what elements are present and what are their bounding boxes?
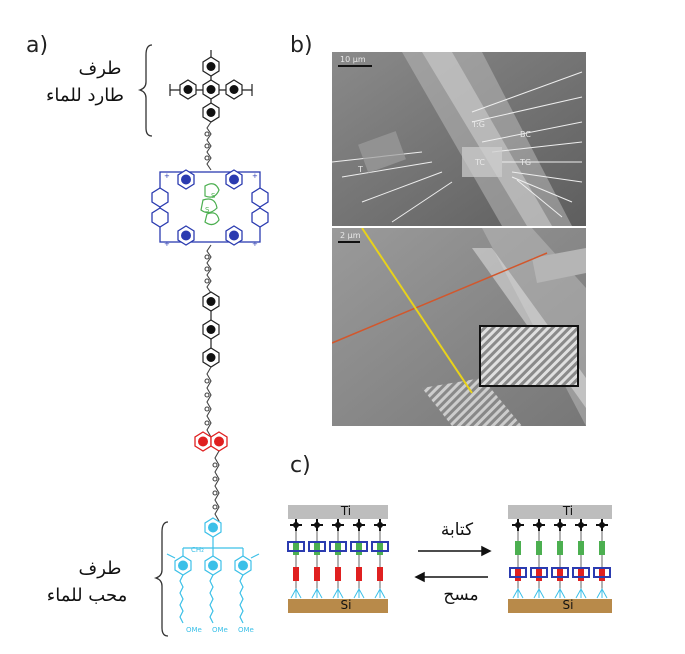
cyclophane-ring	[551, 567, 569, 578]
erase-label: مسح	[443, 585, 479, 605]
cyclophane-ring	[350, 541, 368, 552]
left-molecule-columns	[287, 519, 389, 599]
sem-label-bc: BC	[520, 130, 531, 139]
sem-bottom-scale-label: 2 µm	[340, 231, 361, 240]
red-naphthalene-unit	[194, 431, 228, 452]
svg-text:+: +	[164, 240, 170, 248]
molecule-column	[287, 519, 305, 599]
write-label: كتابة	[440, 520, 474, 540]
ome-label-1: OMe	[186, 626, 202, 634]
sem-label-tg1: T:G	[471, 120, 485, 129]
cyclophane-ring	[371, 541, 389, 552]
black-aromatic-units	[202, 291, 220, 368]
hydrophobic-end-label-line1: طرف	[78, 58, 122, 79]
ether-chain-1	[204, 121, 212, 171]
sem-label-tg2: TG	[519, 158, 531, 167]
cyclophane-ring	[593, 567, 611, 578]
ether-chain-2	[204, 244, 212, 294]
panel-b-label: b)	[290, 33, 313, 58]
hydrophilic-dendron-stopper	[166, 517, 260, 624]
svg-text:S: S	[205, 206, 210, 214]
sem-label-tc: TC	[474, 158, 485, 167]
right-si-label: Si	[562, 598, 574, 612]
bottom-brace	[153, 521, 169, 637]
svg-text:+: +	[164, 172, 170, 180]
cyclophane-ring	[572, 567, 590, 578]
left-si-label: Si	[340, 598, 352, 612]
right-ti-label: Ti	[562, 504, 574, 518]
ome-label-3: OMe	[238, 626, 254, 634]
hydrophilic-end-label-line1: طرف	[78, 558, 122, 579]
svg-text:+: +	[252, 172, 258, 180]
panel-c-label: c)	[290, 453, 311, 478]
hydrophobic-stopper	[169, 50, 253, 123]
molecule-column	[593, 519, 611, 599]
top-brace	[137, 44, 153, 137]
svg-text:S: S	[211, 192, 216, 200]
right-device	[508, 505, 612, 613]
cyclophane-ring	[530, 567, 548, 578]
sem-label-t: T	[357, 165, 363, 174]
ether-chain-3	[204, 366, 212, 438]
crossbar-switching-schematic	[287, 505, 612, 613]
molecule-column	[572, 519, 590, 599]
ch2-label-1: CH₂	[191, 546, 204, 554]
molecule-column	[308, 519, 326, 599]
ome-label-2: OMe	[212, 626, 228, 634]
molecule-column	[530, 519, 548, 599]
molecule-column	[509, 519, 527, 599]
sem-top-scale-label: 10 µm	[340, 55, 366, 64]
molecule-column	[551, 519, 569, 599]
cyclophane-ring	[287, 541, 305, 552]
molecule-column	[329, 519, 347, 599]
left-device	[287, 505, 389, 613]
svg-text:+: +	[252, 240, 258, 248]
panel-a-label: a)	[26, 33, 49, 58]
cyclophane-ring	[308, 541, 326, 552]
sem-image-top: 10 µm T:G BC TG T TC	[332, 52, 586, 226]
ether-chain-4	[212, 450, 220, 529]
hydrophilic-end-label-line2: محب للماء	[46, 585, 128, 606]
green-thiophene-unit: S S	[200, 183, 220, 226]
molecule-column	[371, 519, 389, 599]
hydrophobic-end-label-line2: طارد للماء	[45, 85, 125, 106]
right-molecule-columns	[509, 519, 611, 599]
blue-cyclophane-ring: + + + +	[151, 169, 269, 248]
cyclophane-ring	[509, 567, 527, 578]
left-ti-label: Ti	[340, 504, 352, 518]
sem-image-bottom: 2 µm	[332, 228, 586, 426]
molecule-column	[350, 519, 368, 599]
cyclophane-ring	[329, 541, 347, 552]
